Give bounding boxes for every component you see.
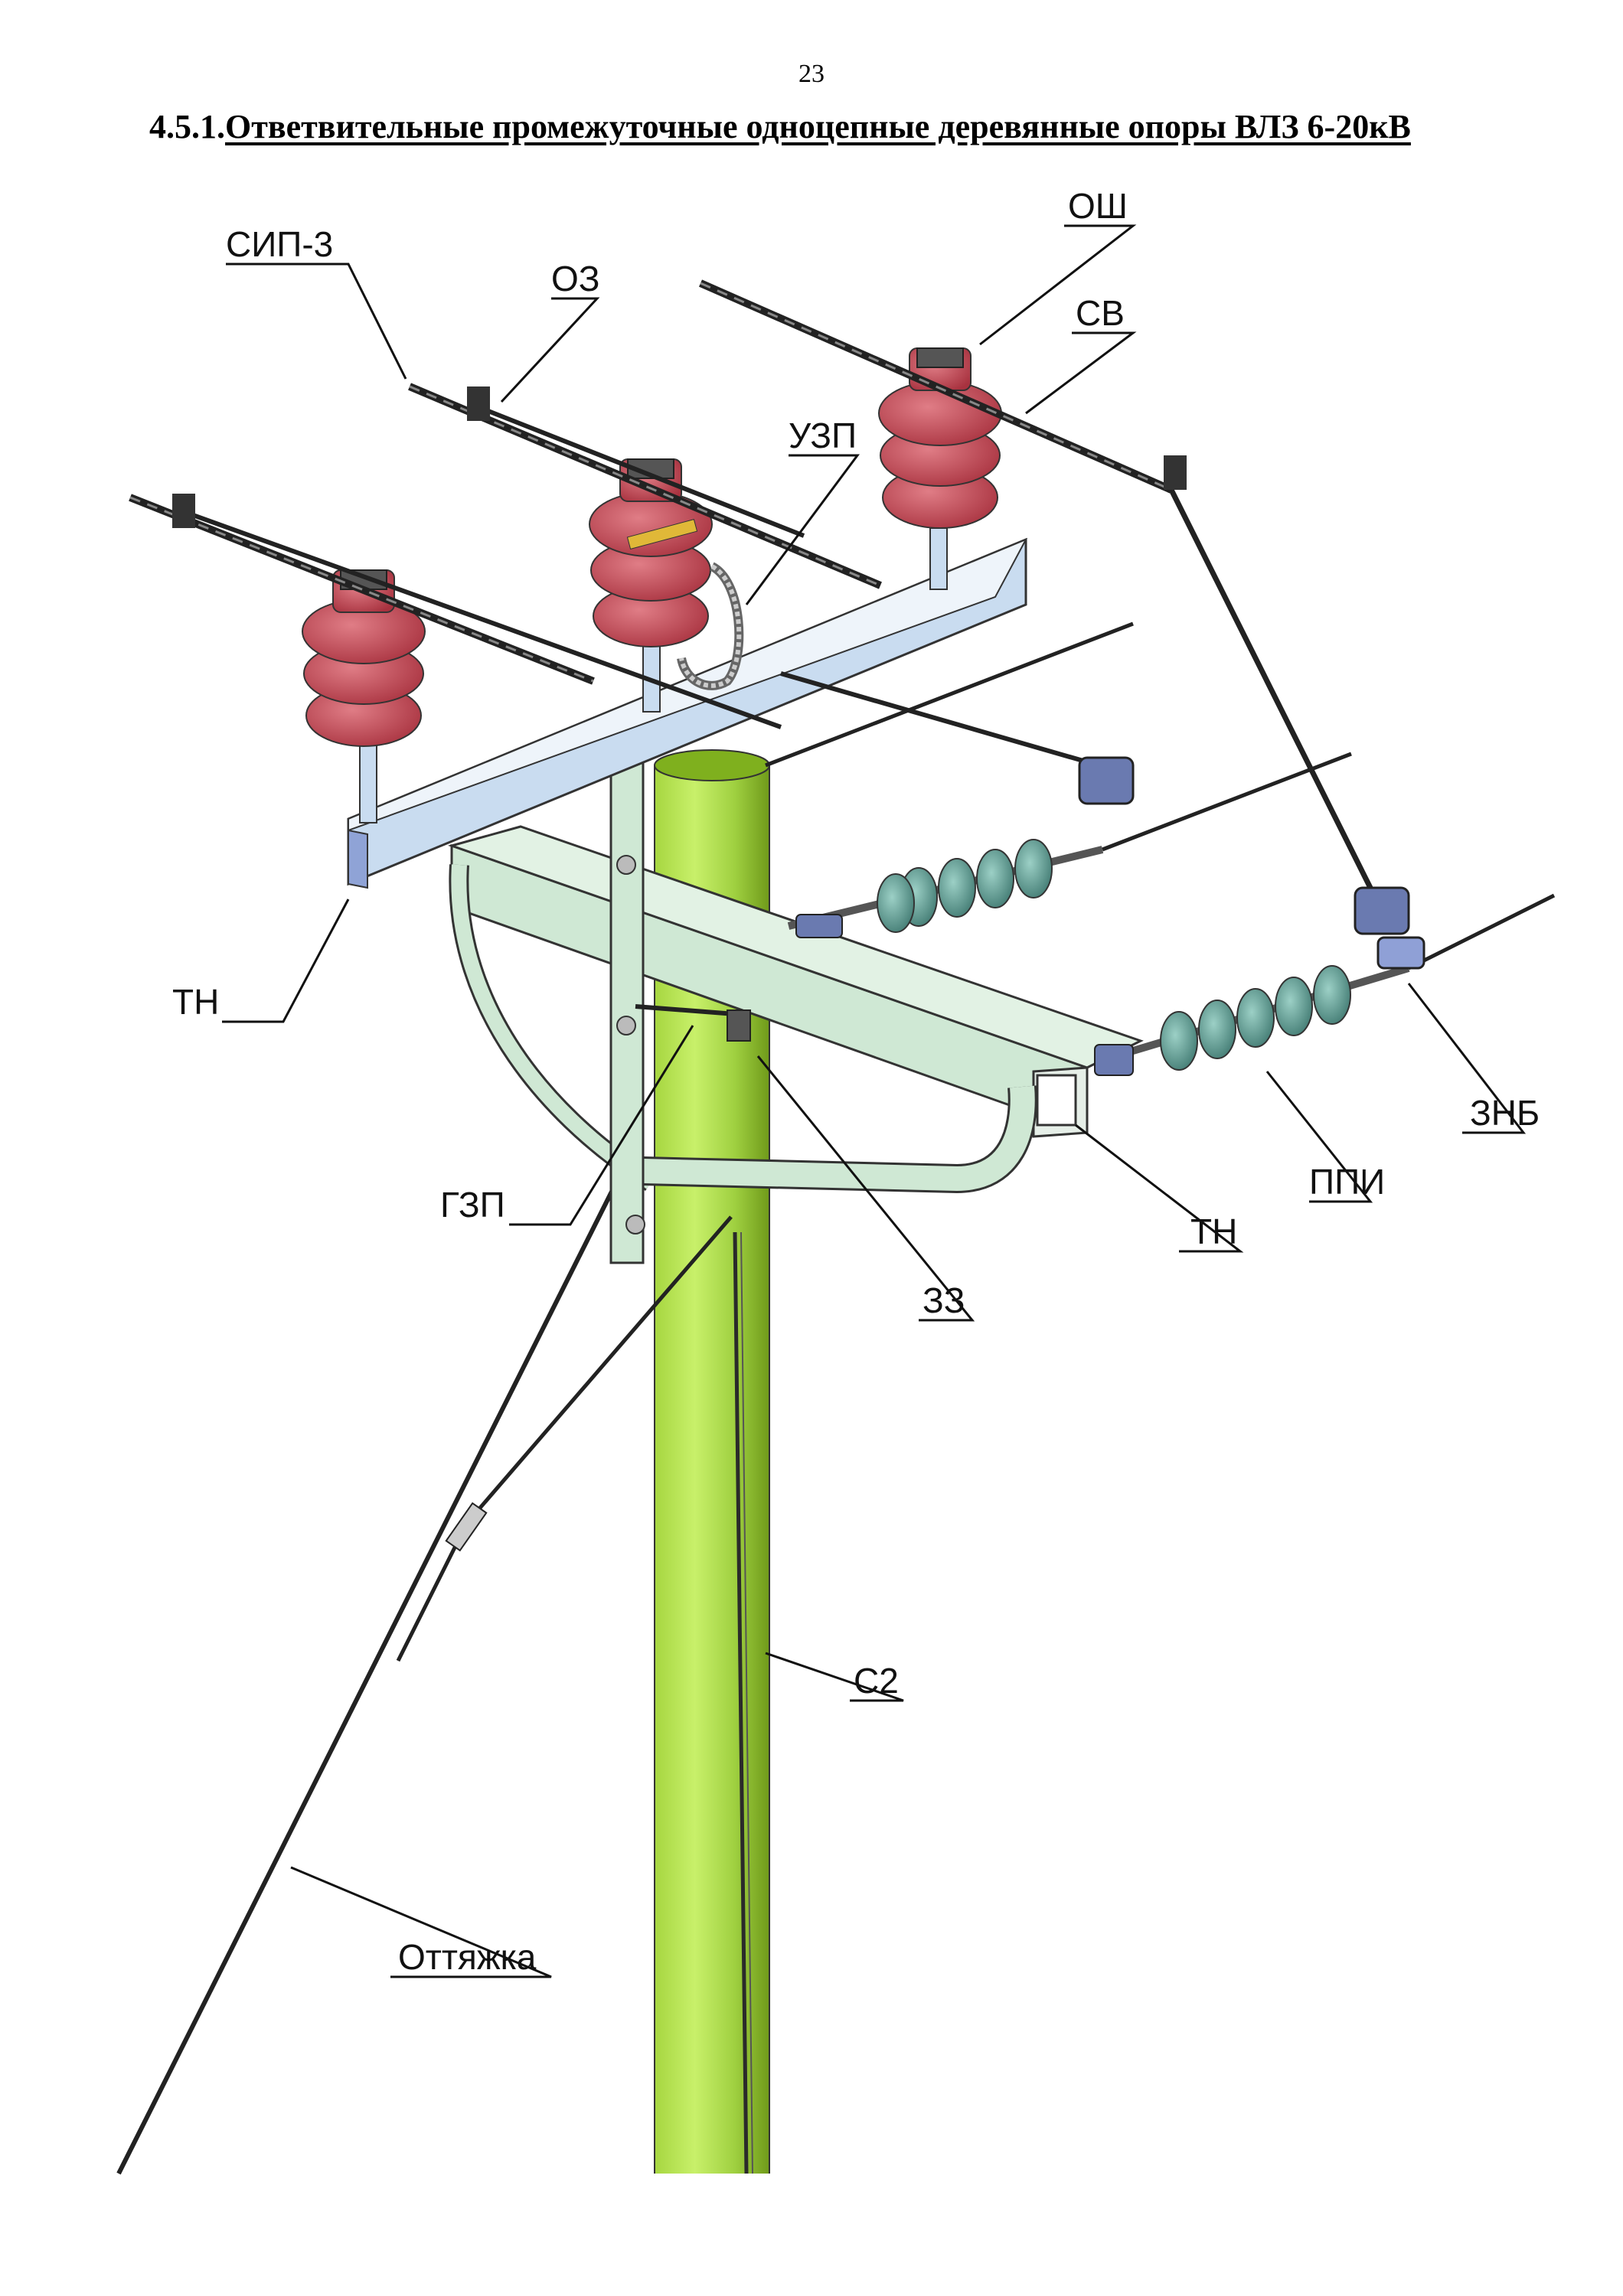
label-gzp: ГЗП bbox=[440, 1185, 505, 1225]
crossarm-brace bbox=[449, 864, 1037, 1194]
pin-insulator-center bbox=[589, 458, 713, 647]
label-tn-left: ТН bbox=[172, 982, 219, 1022]
section-title: Ответвительные промежуточные одноцепные … bbox=[225, 108, 1411, 145]
guy-wire bbox=[116, 1181, 733, 2175]
surge-protector bbox=[677, 562, 744, 690]
strain-clamps bbox=[795, 756, 1425, 1076]
suspension-string-upper bbox=[787, 839, 1104, 933]
page-number: 23 bbox=[798, 60, 825, 88]
section-number: 4.5.1. bbox=[149, 108, 225, 145]
suspension-string-lower bbox=[1101, 964, 1410, 1071]
tie-clamps bbox=[172, 386, 1187, 528]
label-zz: ЗЗ bbox=[923, 1280, 965, 1320]
page-title: 4.5.1.Ответвительные промежуточные одноц… bbox=[149, 107, 1411, 146]
label-znb: ЗНБ bbox=[1470, 1093, 1540, 1133]
label-osh: ОШ bbox=[1068, 186, 1128, 226]
label-ppi: ППИ bbox=[1309, 1162, 1385, 1202]
label-sv: СВ bbox=[1076, 293, 1125, 333]
pin-insulator-left bbox=[302, 569, 426, 747]
label-uzp: УЗП bbox=[789, 416, 857, 455]
vertical-bracket bbox=[609, 710, 645, 1264]
label-guy: Оттяжка bbox=[398, 1937, 537, 1977]
label-sip3: СИП-3 bbox=[226, 224, 333, 264]
ground-conductor bbox=[733, 1231, 753, 2174]
angle-crossarm bbox=[347, 537, 1028, 889]
label-tn-right: ТН bbox=[1190, 1212, 1237, 1251]
leader-lines bbox=[222, 224, 1527, 1978]
label-c2: С2 bbox=[854, 1661, 899, 1701]
ground-clamp bbox=[635, 1004, 751, 1042]
label-oz: ОЗ bbox=[551, 259, 600, 298]
insulator-pins bbox=[359, 527, 948, 823]
pin-insulator-right bbox=[878, 347, 1002, 529]
